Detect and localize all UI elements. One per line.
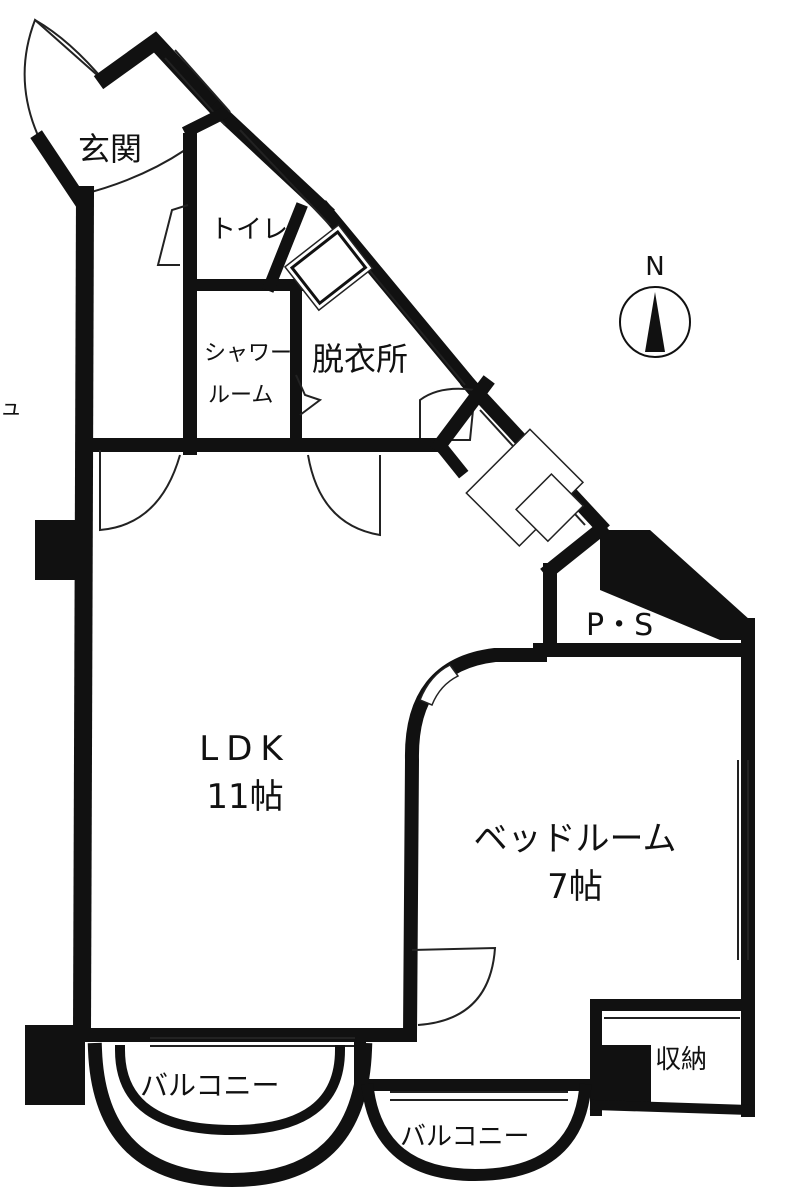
label-storage: 収納 xyxy=(655,1045,707,1075)
toilet-shower-walls xyxy=(156,133,323,455)
label-dressing: 脱衣所 xyxy=(312,340,408,378)
edge-mark: ュ xyxy=(0,396,22,421)
label-ldk-name: LDK xyxy=(199,729,290,769)
label-balcony-right: バルコニー xyxy=(400,1122,529,1152)
label-bedroom-name: ベッドルーム xyxy=(474,819,677,859)
compass: N xyxy=(619,252,691,358)
label-genkan: 玄関 xyxy=(78,130,142,168)
label-toilet: トイレ xyxy=(210,215,288,245)
label-ldk-size: 11帖 xyxy=(206,777,283,817)
left-wall-pillar xyxy=(35,520,85,580)
storage-block xyxy=(590,993,755,1117)
bottom-walls xyxy=(25,1025,754,1188)
left-outer-wall xyxy=(72,185,95,1040)
fixtures xyxy=(283,223,585,548)
label-balcony-left: バルコニー xyxy=(140,1069,279,1102)
label-shower-line1: シャワー xyxy=(204,341,292,366)
entrance-door-swing xyxy=(23,18,106,141)
label-ps: P・S xyxy=(586,608,653,643)
bedroom-walls xyxy=(402,648,749,1043)
compass-label: N xyxy=(645,252,664,282)
label-shower-line2: ルーム xyxy=(208,383,273,408)
label-bedroom-size: 7帖 xyxy=(547,867,603,907)
corridor-wall xyxy=(78,375,495,537)
ps-enclosure xyxy=(533,520,755,1007)
